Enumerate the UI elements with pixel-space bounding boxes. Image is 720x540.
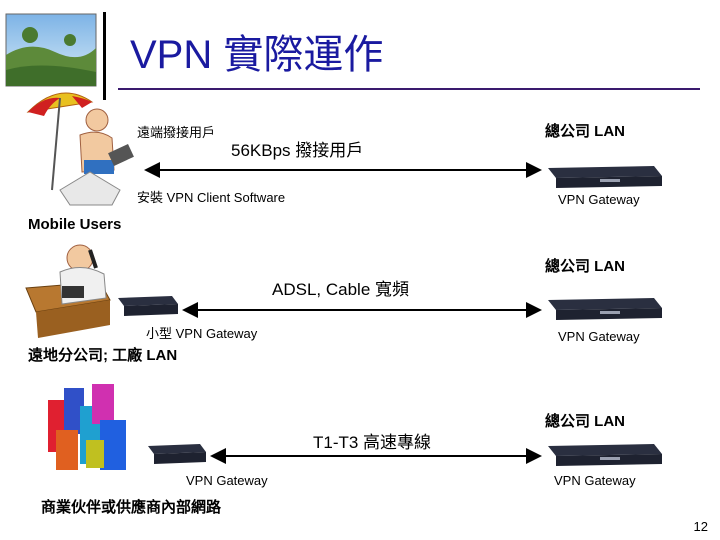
partner-gateway-label: VPN Gateway [186, 473, 268, 488]
office-buildings-icon [48, 384, 126, 470]
hq-gateway-device-1 [548, 166, 662, 188]
branch-gateway-device [118, 296, 178, 316]
partner-network-label: 商業伙伴或供應商內部網路 [41, 499, 222, 516]
partner-gateway-device [148, 444, 206, 464]
branch-gateway-label: 小型 VPN Gateway [146, 326, 258, 341]
leased-line-label: T1-T3 高速專線 [313, 433, 432, 452]
phone-user-icon [25, 244, 111, 338]
broadband-link-label: ADSL, Cable 寬頻 [272, 280, 409, 299]
landscape-picture [5, 13, 97, 87]
hq-gateway-label-3: VPN Gateway [554, 473, 636, 488]
page-number: 12 [693, 519, 708, 534]
page-title: VPN 實際運作 [130, 33, 384, 77]
dialup-link-label: 56KBps 撥接用戶 [231, 141, 364, 160]
hq-gateway-label-1: VPN Gateway [558, 192, 640, 207]
hq-lan-label-2: 總公司 LAN [545, 258, 625, 275]
beach-user-icon [26, 92, 134, 206]
hq-gateway-label-2: VPN Gateway [558, 329, 640, 344]
title-rule [118, 88, 700, 90]
hq-lan-label-1: 總公司 LAN [545, 123, 625, 140]
branch-office-label: 遠地分公司; 工廠 LAN [28, 347, 178, 364]
client-software-label: 安裝 VPN Client Software [137, 190, 286, 205]
hq-lan-label-3: 總公司 LAN [545, 413, 625, 430]
title-vertical-bar [103, 12, 106, 100]
mobile-users-label: Mobile Users [28, 216, 122, 233]
remote-user-label: 遠端撥接用戶 [137, 125, 216, 140]
hq-gateway-device-2 [548, 298, 662, 320]
hq-gateway-device-3 [548, 444, 662, 466]
